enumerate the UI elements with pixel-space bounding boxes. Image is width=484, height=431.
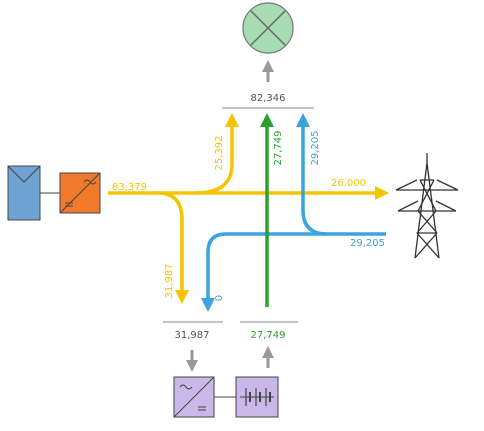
pv-to-battery-value: 31,987 [164, 264, 175, 299]
pv-output-value: 83,379 [112, 182, 147, 193]
power-pylon-icon [395, 153, 459, 259]
battery-to-load-value: 27,749 [273, 131, 284, 166]
pv-to-load-flow [195, 113, 239, 195]
grid-to-battery-flow [201, 232, 227, 312]
solar-panel-icon [7, 165, 41, 221]
load-total-value: 82,346 [251, 93, 286, 104]
battery-out-total-value: 27,749 [251, 330, 286, 341]
load-lamp-icon [242, 2, 294, 54]
grid-import-value: 29,205 [350, 238, 385, 249]
battery-icon [235, 376, 279, 418]
pv-to-grid-value: 26,000 [331, 178, 366, 189]
battery-in-total-value: 31,987 [175, 330, 210, 341]
pv-to-load-value: 25,392 [214, 136, 225, 171]
pv-to-battery-flow [157, 191, 189, 304]
grid-to-load-value: 29,205 [310, 131, 321, 166]
battery-inverter-icon [173, 376, 215, 418]
grid-to-battery-value: 0 [214, 295, 225, 301]
pv-inverter-icon [59, 172, 101, 214]
